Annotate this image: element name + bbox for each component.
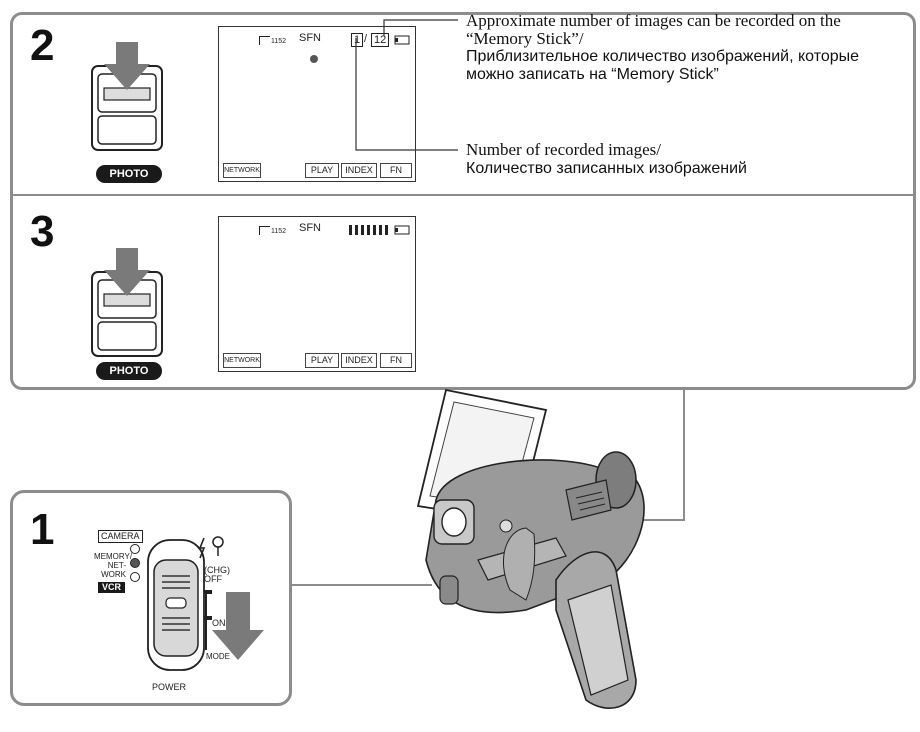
fn-button[interactable]: FN <box>380 353 412 368</box>
quality-value: SFN <box>299 32 321 44</box>
step1-number: 1 <box>30 505 55 554</box>
camera-indicator-lamp <box>130 544 140 554</box>
play-button[interactable]: PLAY <box>305 353 339 368</box>
photo-button-illustration-2 <box>91 42 163 151</box>
vcr-indicator-lamp <box>130 572 140 582</box>
lcd-screen-3: 1152 SFN NETWORK PLAY INDEX FN <box>218 216 416 372</box>
power-switch-illustration <box>147 536 264 671</box>
memory-stick-icon <box>394 225 410 235</box>
quality-value: SFN <box>299 222 321 234</box>
resolution-value: 1152 <box>271 228 287 235</box>
capacity-count: 12 <box>371 33 390 47</box>
step3-number: 3 <box>30 207 55 256</box>
callout-recorded-en: Number of recorded images/ <box>466 140 661 159</box>
power-label: POWER <box>152 682 187 692</box>
photo-button-label-2: PHOTO <box>96 165 162 183</box>
callout-recorded-ru: Количество записанных изображений <box>466 160 747 177</box>
mode-camera-label: CAMERA <box>98 530 143 543</box>
mode-label: MODE <box>206 652 230 661</box>
step1-panel <box>10 490 292 706</box>
photo-button-illustration-3 <box>91 248 163 357</box>
camcorder-illustration <box>416 388 645 709</box>
lcd-screen-2: 1152 SFN 1 / 12 NETWORK PLAY INDEX FN <box>218 26 416 182</box>
memory-stick-icon <box>394 35 410 45</box>
network-button[interactable]: NETWORK <box>223 353 261 368</box>
index-button[interactable]: INDEX <box>341 353 377 368</box>
callout-approx-ru: Приблизительное количество изображений, … <box>466 48 860 83</box>
mode-memory-network-label: MEMORY/ NET- WORK <box>94 552 133 579</box>
on-label: ON <box>212 618 226 628</box>
resolution-icon <box>259 226 270 235</box>
chg-off-label: (CHG) OFF <box>204 565 230 584</box>
fn-button[interactable]: FN <box>380 163 412 178</box>
slash: / <box>364 33 368 45</box>
mode-vcr-label: VCR <box>98 582 126 593</box>
network-button[interactable]: NETWORK <box>223 163 261 178</box>
step3-panel <box>10 194 916 390</box>
resolution-icon <box>259 36 270 45</box>
recording-dot-icon <box>310 55 318 63</box>
recorded-count: 1 <box>351 33 364 47</box>
photo-button-label-3: PHOTO <box>96 362 162 380</box>
play-button[interactable]: PLAY <box>305 163 339 178</box>
resolution-value: 1152 <box>271 38 287 45</box>
memory-indicator-lamp <box>130 558 140 568</box>
callout-lines <box>355 19 458 151</box>
callout-approx-en: Approximate number of images can be reco… <box>466 11 841 48</box>
index-button[interactable]: INDEX <box>341 163 377 178</box>
step2-number: 2 <box>30 21 55 70</box>
recording-progress-bars-icon <box>349 225 388 235</box>
